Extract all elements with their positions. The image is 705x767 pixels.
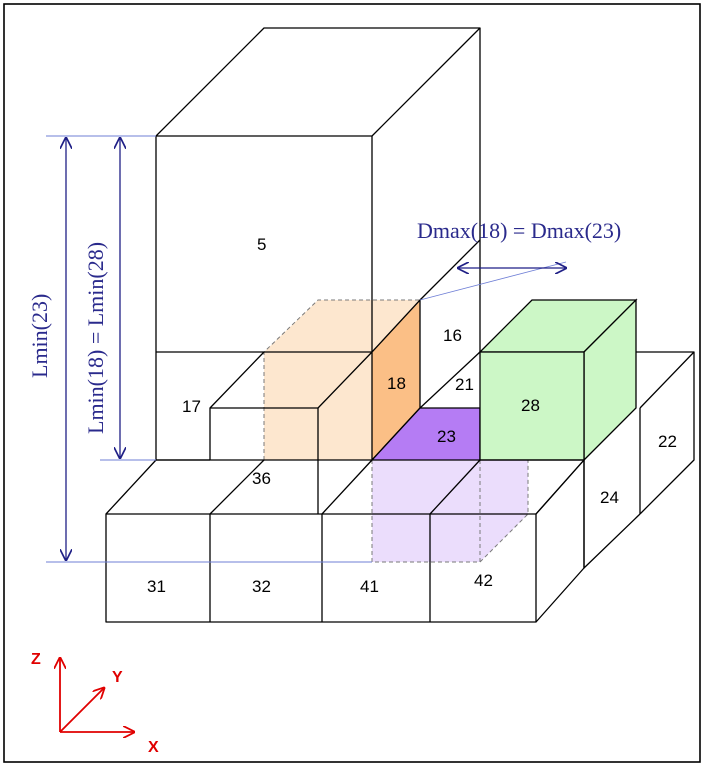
dmax-label: Dmax(18) = Dmax(23) [417,218,621,243]
box-21: 21 [455,375,474,394]
box-31-label: 31 [147,577,166,596]
box-41-label: 41 [360,577,379,596]
box-32-label: 32 [252,577,271,596]
lmin23-dimension: Lmin(23) [27,135,372,563]
z-axis-label: Z [31,651,41,668]
ghost-box-23 [371,408,529,563]
diagram-frame [3,3,701,763]
box-36-label: 36 [252,469,271,488]
lmin23-label: Lmin(23) [27,294,52,378]
bottom-row [105,459,585,623]
axis-indicator: Z Y X [31,651,159,756]
y-axis-label: Y [112,669,123,686]
box-18: 18 [371,298,421,462]
y-axis-arrow [59,688,104,733]
x-axis-label: X [148,739,159,756]
box-36: 36 [105,459,373,515]
box-24-label: 24 [600,488,619,507]
ghost-box-18 [263,299,420,460]
box-17-label: 17 [182,397,201,416]
box-42-label: 42 [474,571,493,590]
lmin18-28-dimension: Lmin(18) = Lmin(28) [83,138,156,461]
dmax-dimension: Dmax(18) = Dmax(23) [417,218,621,301]
box-23-label: 23 [437,427,456,446]
box-21-label: 21 [455,375,474,394]
box-5-label: 5 [257,235,266,254]
box-22-label: 22 [658,432,677,451]
box-16-label: 16 [443,326,462,345]
box-28-label: 28 [521,396,540,415]
box-16: 16 [419,239,481,409]
box-18-label: 18 [387,374,406,393]
box-24: 24 [583,460,641,569]
lmin18-28-label: Lmin(18) = Lmin(28) [83,242,108,434]
box-22: 22 [636,351,695,515]
box-28: 28 [478,298,638,462]
